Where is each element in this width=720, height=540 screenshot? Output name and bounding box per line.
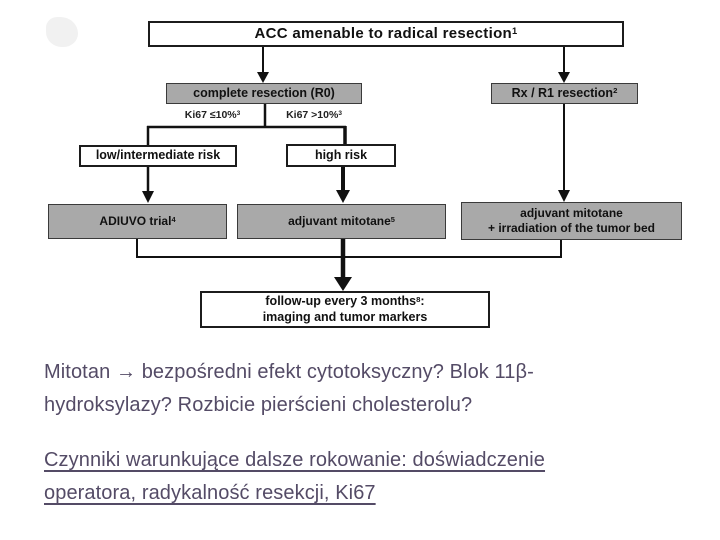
- node-low-intermediate-risk: low/intermediate risk: [79, 145, 237, 167]
- footnote-marker: 4: [171, 214, 176, 224]
- node-high-risk: high risk: [286, 144, 396, 167]
- node-adjuvant-mitotane: adjuvant mitotane5: [237, 204, 446, 239]
- notes-paragraph-czynniki: Czynniki warunkujące dalsze rokowanie: d…: [44, 444, 684, 510]
- node-label: ADIUVO trial4: [99, 214, 176, 229]
- footnote-marker: 5: [390, 214, 395, 224]
- node-label: adjuvant mitotane5: [288, 214, 395, 229]
- node-acc-amenable: ACC amenable to radical resection1: [148, 21, 624, 47]
- node-label: low/intermediate risk: [95, 148, 221, 163]
- notes-line-underlined: operatora, radykalność resekcji, Ki67: [44, 482, 376, 504]
- notes-line: Mitotan → bezpośredni efekt cytotoksyczn…: [44, 361, 534, 383]
- node-label-line2: + irradiation of the tumor bed: [487, 221, 655, 235]
- node-rx-r1-resection: Rx / R1 resection2: [491, 83, 638, 104]
- footnote-marker: 8: [416, 294, 421, 304]
- notes-line-underlined: Czynniki warunkujące dalsze rokowanie: d…: [44, 449, 546, 471]
- node-label-line1: follow-up every 3 months8:: [265, 294, 425, 309]
- node-complete-resection: complete resection (R0): [166, 83, 362, 104]
- footnote-marker: 3: [236, 110, 241, 118]
- node-label-line2: imaging and tumor markers: [262, 309, 428, 324]
- footnote-marker: 1: [512, 25, 518, 36]
- node-label: Rx / R1 resection2: [511, 85, 618, 100]
- footnote-marker: 2: [613, 86, 618, 96]
- label-ki67-le-10: Ki67 ≤10%3: [184, 109, 241, 121]
- node-follow-up: follow-up every 3 months8: imaging and t…: [200, 291, 490, 328]
- node-label: complete resection (R0): [193, 85, 335, 100]
- notes-paragraph-mitotan: Mitotan → bezpośredni efekt cytotoksyczn…: [44, 356, 684, 422]
- node-adiuvo-trial: ADIUVO trial4: [48, 204, 227, 239]
- notes-line: hydroksylazy? Rozbicie pierścieni choles…: [44, 394, 473, 416]
- node-label: high risk: [314, 147, 368, 162]
- node-mitotane-irradiation: adjuvant mitotane + irradiation of the t…: [461, 202, 682, 240]
- node-label-line1: adjuvant mitotane: [520, 206, 623, 221]
- label-ki67-gt-10: Ki67 >10%3: [286, 109, 342, 121]
- watermark-smudge: [46, 17, 78, 47]
- node-label: ACC amenable to radical resection1: [254, 24, 518, 42]
- footnote-marker: 3: [338, 110, 342, 118]
